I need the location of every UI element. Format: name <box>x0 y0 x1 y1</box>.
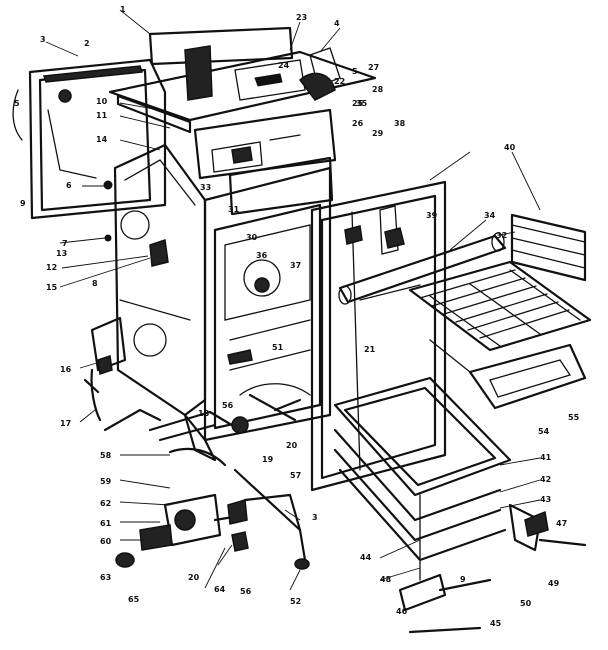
callout-31: 31 <box>228 205 240 214</box>
callout-20-low: 20 <box>188 573 200 582</box>
callout-20: 20 <box>286 441 298 450</box>
oven-rack-upper <box>408 260 592 352</box>
callout-13: 13 <box>56 249 67 258</box>
callout-28: 28 <box>372 85 384 94</box>
callout-1: 1 <box>120 5 126 14</box>
callout-55: 55 <box>568 413 580 422</box>
callout-61: 61 <box>100 519 112 528</box>
callout-39: 39 <box>426 211 438 220</box>
rear-panel <box>12 58 167 220</box>
callout-12: 12 <box>46 263 57 272</box>
callout-35: 35 <box>356 99 368 108</box>
callout-49: 49 <box>548 579 560 588</box>
callout-24: 24 <box>278 61 290 70</box>
callout-5-left: 5 <box>14 99 20 108</box>
callout-51: 51 <box>272 343 284 352</box>
callout-62: 62 <box>100 499 111 508</box>
callout-21: 21 <box>364 345 376 354</box>
callout-42: 42 <box>540 475 551 484</box>
callout-56: 56 <box>222 401 234 410</box>
callout-10: 10 <box>96 97 108 106</box>
gas-manifold-pipe <box>233 468 310 570</box>
callout-27: 27 <box>368 63 379 72</box>
callout-40: 40 <box>504 143 516 152</box>
callout-37: 37 <box>290 261 301 270</box>
callout-25: 25 <box>352 99 364 108</box>
left-side-panel <box>103 143 207 417</box>
callout-43: 43 <box>540 495 551 504</box>
callout-45: 45 <box>490 619 502 628</box>
callout-57: 57 <box>290 471 301 480</box>
oven-door-frame <box>310 180 447 492</box>
callout-15: 15 <box>46 283 58 292</box>
callout-34: 34 <box>484 211 496 220</box>
door-hinge-bottom <box>398 573 492 634</box>
callout-30: 30 <box>246 233 258 242</box>
callout-48: 48 <box>380 575 392 584</box>
center-pipes <box>148 393 302 467</box>
top-panel <box>108 26 377 134</box>
callout-56-low: 56 <box>240 587 252 596</box>
callout-54: 54 <box>538 427 550 436</box>
broiler-pan <box>429 339 587 410</box>
callout-5: 5 <box>352 67 358 76</box>
control-panel <box>193 108 337 216</box>
callout-50: 50 <box>520 599 532 608</box>
callout-52: 52 <box>290 597 301 606</box>
callout-3: 3 <box>40 35 46 44</box>
callout-19: 19 <box>262 455 274 464</box>
callout-17: 17 <box>60 419 71 428</box>
broiler-element <box>338 232 507 305</box>
callout-14: 14 <box>96 135 108 144</box>
callout-9-right: 9 <box>460 575 466 584</box>
oven-cabinet-frame <box>183 166 332 462</box>
callout-36: 36 <box>256 251 268 260</box>
callout-18: 18 <box>198 409 210 418</box>
door-hinge-right <box>508 503 587 552</box>
callout-41: 41 <box>540 453 552 462</box>
lower-door-panel <box>333 376 512 581</box>
callout-6: 6 <box>66 181 72 190</box>
callout-22: 22 <box>334 77 345 86</box>
callout-11: 11 <box>96 111 108 120</box>
callout-38: 38 <box>394 119 406 128</box>
callout-64: 64 <box>214 585 226 594</box>
callout-59: 59 <box>100 477 112 486</box>
callout-44: 44 <box>360 553 372 562</box>
callout-29: 29 <box>372 129 384 138</box>
callout-32: 32 <box>496 231 507 240</box>
callout-58: 58 <box>100 451 112 460</box>
callout-8: 8 <box>92 279 98 288</box>
callout-9: 9 <box>20 199 26 208</box>
callout-46: 46 <box>396 607 408 616</box>
callout-labels: 1 2 3 4 5 23 24 27 22 25 26 5 10 11 14 6… <box>14 5 580 628</box>
left-burner-bracket <box>83 316 162 432</box>
callout-63: 63 <box>100 573 111 582</box>
callout-4: 4 <box>334 19 340 28</box>
callout-23: 23 <box>296 13 307 22</box>
callout-26: 26 <box>352 119 364 128</box>
oven-rack-side-supports <box>510 213 587 282</box>
callout-16: 16 <box>60 365 72 374</box>
callout-47: 47 <box>556 519 567 528</box>
leader-lines <box>45 9 541 591</box>
burner-valve-assembly <box>115 493 249 568</box>
callout-60: 60 <box>100 537 112 546</box>
callout-3-low: 3 <box>312 513 318 522</box>
callout-2: 2 <box>84 39 90 48</box>
callout-7: 7 <box>62 239 68 248</box>
callout-33: 33 <box>200 183 211 192</box>
callout-65: 65 <box>128 595 140 604</box>
